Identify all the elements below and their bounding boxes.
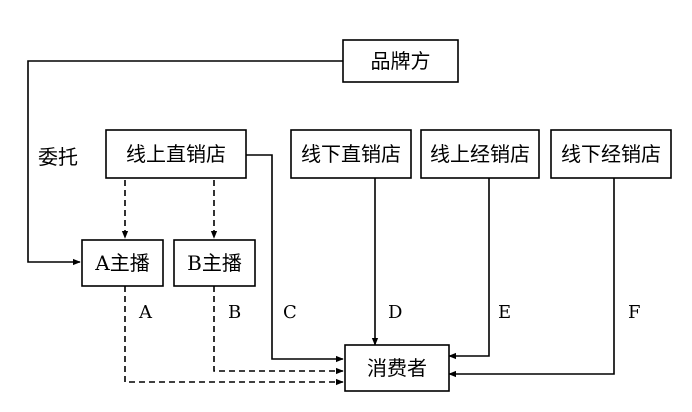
entrust-label: 委托	[38, 145, 78, 169]
offline-dealer-store-node: 线下经销店	[550, 129, 672, 179]
path-c-label: C	[283, 302, 297, 323]
path-c-arrow	[246, 154, 344, 363]
path-b-label: B	[228, 302, 241, 323]
offline-dealer-store-label: 线下经销店	[561, 142, 661, 166]
path-e-arrow	[448, 178, 490, 360]
online-dealer-store-label: 线上经销店	[430, 142, 530, 166]
path-f-arrow	[448, 178, 615, 378]
path-a-arrow	[124, 286, 344, 386]
anchor-b-node: B主播	[173, 239, 256, 287]
consumer-label: 消费者	[367, 356, 427, 380]
brand-node: 品牌方	[342, 39, 459, 83]
anchor-a-label: A主播	[94, 251, 149, 275]
entrust-arrow	[27, 60, 343, 266]
path-e-label: E	[498, 302, 511, 323]
anchor-a-node: A主播	[81, 239, 164, 287]
offline-direct-store-node: 线下直销店	[290, 129, 412, 179]
path-d-label: D	[388, 302, 402, 323]
brand-label: 品牌方	[371, 49, 431, 73]
path-b-arrow	[213, 286, 344, 375]
path-a-label: A	[138, 302, 153, 323]
consumer-node: 消费者	[344, 344, 450, 392]
online-direct-store-label: 线上直销店	[126, 142, 226, 166]
offline-direct-store-label: 线下直销店	[301, 142, 401, 166]
anchor-b-label: B主播	[187, 251, 242, 275]
path-f-label: F	[628, 302, 641, 323]
online-direct-store-node: 线上直销店	[105, 129, 247, 179]
online-dealer-store-node: 线上经销店	[420, 129, 540, 179]
